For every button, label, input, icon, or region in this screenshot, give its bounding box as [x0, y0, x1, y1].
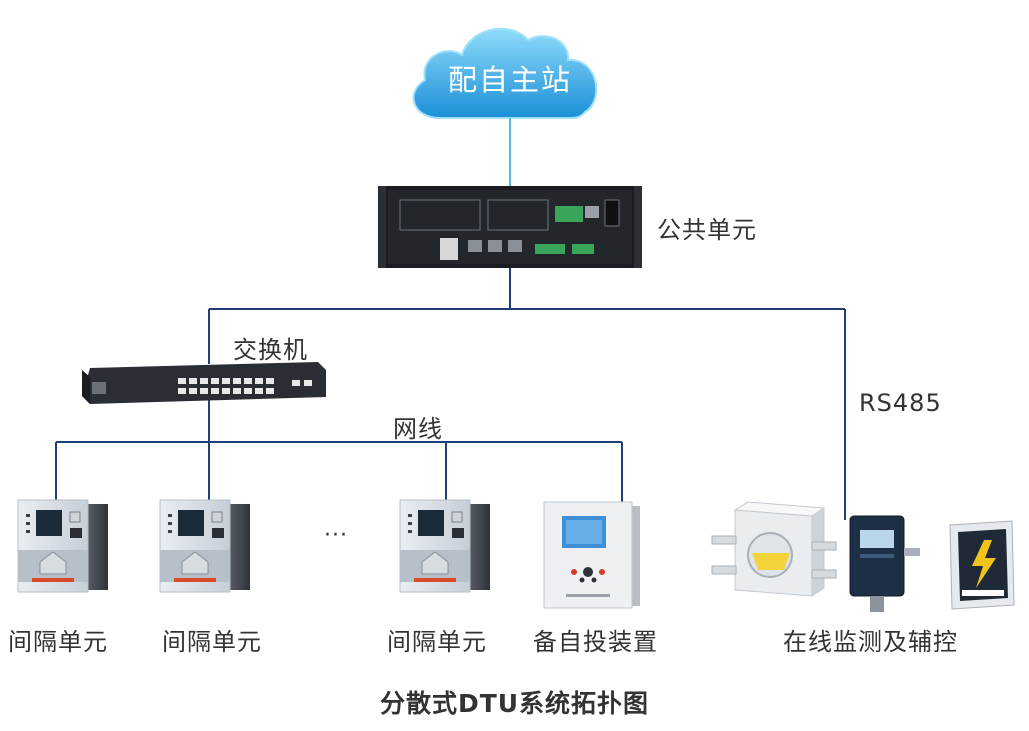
master-station-label: 配自主站	[447, 63, 572, 97]
cloud-icon	[412, 27, 598, 119]
ellipsis-label: ···	[324, 523, 348, 548]
sensor-device	[849, 515, 920, 612]
switch-device	[82, 362, 326, 404]
bay-unit-device-2	[159, 499, 250, 593]
cable-label: 网线	[393, 415, 443, 443]
bay-unit-label-2: 间隔单元	[162, 628, 262, 656]
rs485-label: RS485	[859, 389, 942, 417]
connection-lines	[55, 268, 846, 520]
bay-unit-label-1: 间隔单元	[8, 628, 108, 656]
bay-unit-label-3: 间隔单元	[387, 628, 487, 656]
common-unit-device	[378, 186, 642, 268]
bay-unit-device-1	[17, 499, 108, 593]
warning-sign-icon	[949, 520, 1015, 610]
bay-unit-device-3	[399, 499, 490, 593]
online-monitor-label: 在线监测及辅控	[783, 628, 958, 656]
switch-label: 交换机	[233, 336, 308, 364]
common-unit-label: 公共单元	[657, 216, 757, 244]
diagram-caption: 分散式DTU系统拓扑图	[379, 689, 650, 718]
auto-switch-device	[543, 501, 640, 609]
auto-switch-label: 备自投装置	[533, 628, 658, 656]
monitor-box-device	[711, 501, 837, 597]
